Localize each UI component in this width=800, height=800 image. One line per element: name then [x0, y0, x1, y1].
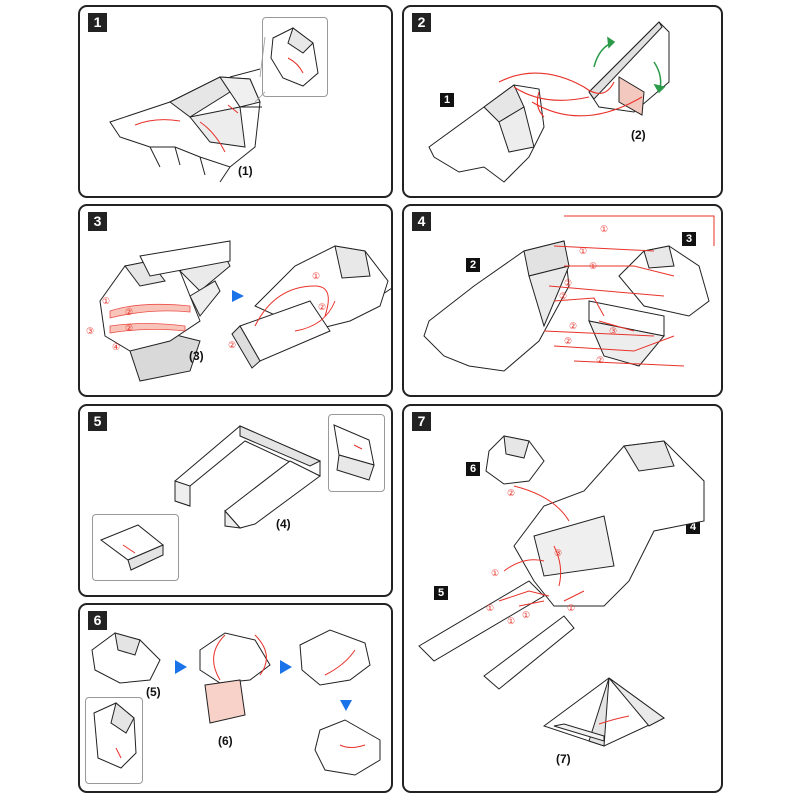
detail-inset [85, 697, 143, 784]
step-number: 4 [412, 212, 431, 231]
step-6-panel: 6 (5) (6) [78, 603, 393, 793]
next-arrow-icon [175, 660, 187, 674]
step-number: 3 [88, 212, 107, 231]
detail-inset [328, 414, 385, 492]
step-number: 6 [88, 611, 107, 630]
next-arrow-icon [232, 290, 244, 302]
step-6-illustration [91, 629, 381, 776]
next-arrow-icon [280, 660, 292, 674]
part-caption: (1) [238, 164, 253, 178]
step-1-illustration [109, 68, 262, 183]
part-caption: (7) [556, 752, 571, 766]
svg-text:③: ③ [609, 326, 617, 336]
svg-text:②: ② [596, 355, 604, 365]
svg-text:①: ① [579, 246, 587, 256]
part-caption: (6) [218, 734, 233, 748]
part-ref-tag: 2 [466, 258, 480, 272]
svg-text:②: ② [318, 302, 326, 312]
svg-text:②: ② [569, 321, 577, 331]
svg-text:②: ② [228, 340, 236, 350]
svg-text:②: ② [125, 323, 133, 333]
svg-text:②: ② [507, 488, 515, 498]
part-ref-tag: 5 [434, 586, 448, 600]
svg-text:①: ① [600, 224, 608, 234]
svg-text:②: ② [564, 336, 572, 346]
svg-text:①: ① [507, 616, 515, 626]
step-4-panel: 4 2 3 ① ① ① ② ② ② [402, 204, 723, 397]
next-arrow-icon [340, 700, 352, 711]
step-2-illustration [428, 21, 670, 183]
svg-text:③: ③ [86, 326, 94, 336]
step-5-panel: 5 (4) [78, 404, 393, 597]
step-3-illustration: ① ② ② ③ ④ ① ② ② [86, 240, 391, 382]
step-number: 7 [412, 412, 431, 431]
svg-text:①: ① [491, 568, 499, 578]
part-caption: (2) [631, 128, 646, 142]
part-ref-tag: 6 [466, 462, 480, 476]
svg-text:②: ② [125, 307, 133, 317]
step-number: 5 [88, 412, 107, 431]
step-7-illustration: ② ③ ① ① ① ① ① [418, 435, 705, 747]
part-caption: (4) [276, 517, 291, 531]
step-1-panel: 1 (1) [78, 5, 393, 198]
svg-text:①: ① [522, 610, 530, 620]
part-ref-tag: 3 [682, 232, 696, 246]
step-5-illustration [174, 425, 322, 529]
step-3-panel: 3 ① ② ② ③ ④ [78, 204, 393, 397]
svg-text:④: ④ [112, 342, 120, 352]
fold-marks: ② ③ ① ① ① ① ① [486, 488, 575, 626]
step-number: 2 [412, 13, 431, 32]
part-ref-tag: 1 [440, 93, 454, 107]
svg-text:③: ③ [554, 548, 562, 558]
svg-text:①: ① [567, 603, 575, 613]
svg-text:①: ① [589, 261, 597, 271]
svg-text:①: ① [102, 296, 110, 306]
svg-text:①: ① [486, 603, 494, 613]
fold-marks: ① ② ② ③ ④ [86, 296, 133, 352]
part-caption: (3) [189, 349, 204, 363]
detail-inset [92, 514, 179, 581]
step-7-panel: 7 6 4 5 ② ③ ① ① ① ① ① [402, 404, 723, 793]
fold-marks: ① ① ① ② ② ② ② ② ③ [559, 224, 617, 365]
svg-text:②: ② [564, 278, 572, 288]
svg-text:①: ① [312, 271, 320, 281]
step-2-panel: 2 1 (2) [402, 5, 723, 198]
step-4-illustration: ① ① ① ② ② ② ② ② ③ [423, 215, 715, 372]
svg-text:②: ② [559, 291, 567, 301]
step-number: 1 [88, 13, 107, 32]
detail-inset [262, 17, 328, 97]
part-caption: (5) [146, 685, 161, 699]
